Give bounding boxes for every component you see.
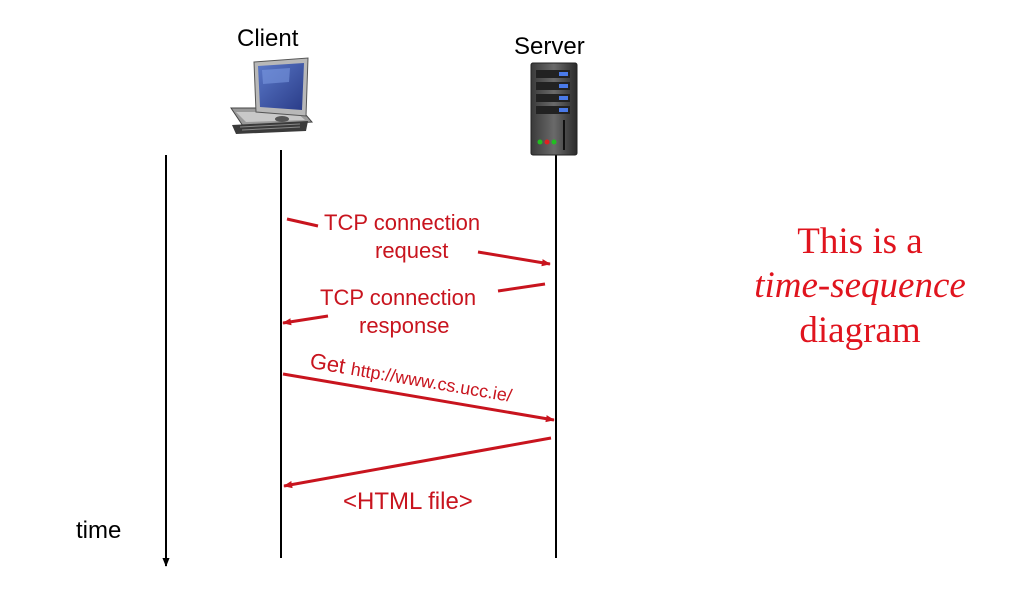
server-label: Server (514, 33, 585, 60)
reply-arrow (283, 436, 552, 489)
reply-label: <HTML file> (343, 488, 473, 515)
time-label: time (76, 517, 122, 544)
syn-label-line2: request (375, 238, 449, 263)
note-line1: This is a (797, 221, 923, 262)
synack-label-line1: TCP connection (320, 285, 477, 310)
syn-arrow (477, 250, 551, 267)
syn-label-line1: TCP connection (324, 210, 481, 235)
synack-arrow (282, 314, 329, 326)
diagram-note: This is a time-sequence diagram (735, 220, 985, 353)
synack-label-line2: response (359, 313, 450, 338)
client-label: Client (237, 25, 299, 52)
get-arrow (282, 372, 555, 423)
note-line3: diagram (799, 309, 921, 351)
desktop-computer-icon (230, 57, 314, 134)
note-line2: time-sequence (754, 265, 966, 307)
server-tower-icon (530, 62, 578, 156)
synack-arrow-start (497, 282, 546, 293)
syn-arrow-start (286, 217, 319, 228)
